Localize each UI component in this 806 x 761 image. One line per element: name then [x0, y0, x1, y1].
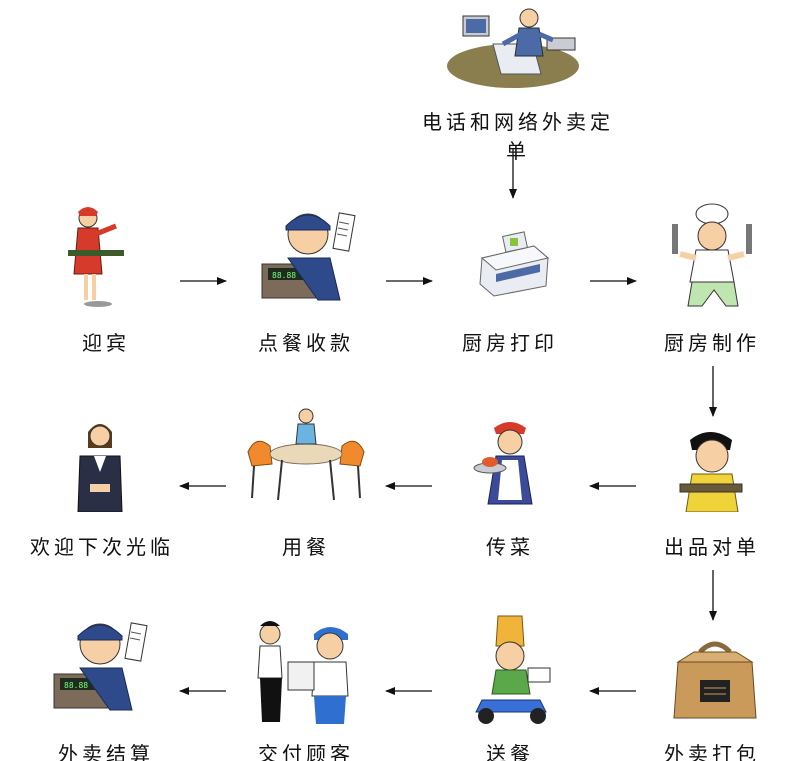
waitress-icon [472, 420, 548, 516]
svg-text:88.88: 88.88 [64, 681, 88, 690]
node-label-delivery: 送餐 [486, 742, 534, 761]
chef-icon [668, 202, 758, 312]
office-worker-phone-icon [443, 4, 583, 90]
printer-icon [474, 228, 552, 298]
receptionist-icon [74, 418, 126, 512]
node-label-order-pay: 点餐收款 [258, 331, 354, 355]
node-label-kitchen-print: 厨房打印 [462, 331, 558, 355]
node-label-online-order: 电话和网络外卖定单 [422, 110, 614, 163]
hostess-icon [62, 204, 134, 308]
delivery-handover-icon [250, 620, 360, 728]
node-label-serving: 传菜 [486, 535, 534, 559]
node-label-kitchen-cook: 厨房制作 [664, 331, 760, 355]
node-label-takeout-settle: 外卖结算 [58, 742, 154, 761]
node-label-check-dish: 出品对单 [664, 535, 760, 559]
node-label-handover: 交付顾客 [258, 742, 354, 761]
node-label-farewell: 欢迎下次光临 [30, 535, 174, 559]
node-label-dining: 用餐 [282, 535, 330, 559]
takeout-box-icon [670, 636, 760, 722]
cashier-icon: 88.88 [258, 208, 358, 304]
node-label-packing: 外卖打包 [664, 742, 760, 761]
svg-text:88.88: 88.88 [272, 271, 296, 280]
node-label-greeting: 迎宾 [82, 331, 130, 355]
cashier-icon: 88.88 [50, 618, 150, 714]
scooter-courier-icon [470, 612, 556, 726]
waiter-tray-icon [676, 428, 746, 512]
dining-table-icon [246, 404, 366, 504]
